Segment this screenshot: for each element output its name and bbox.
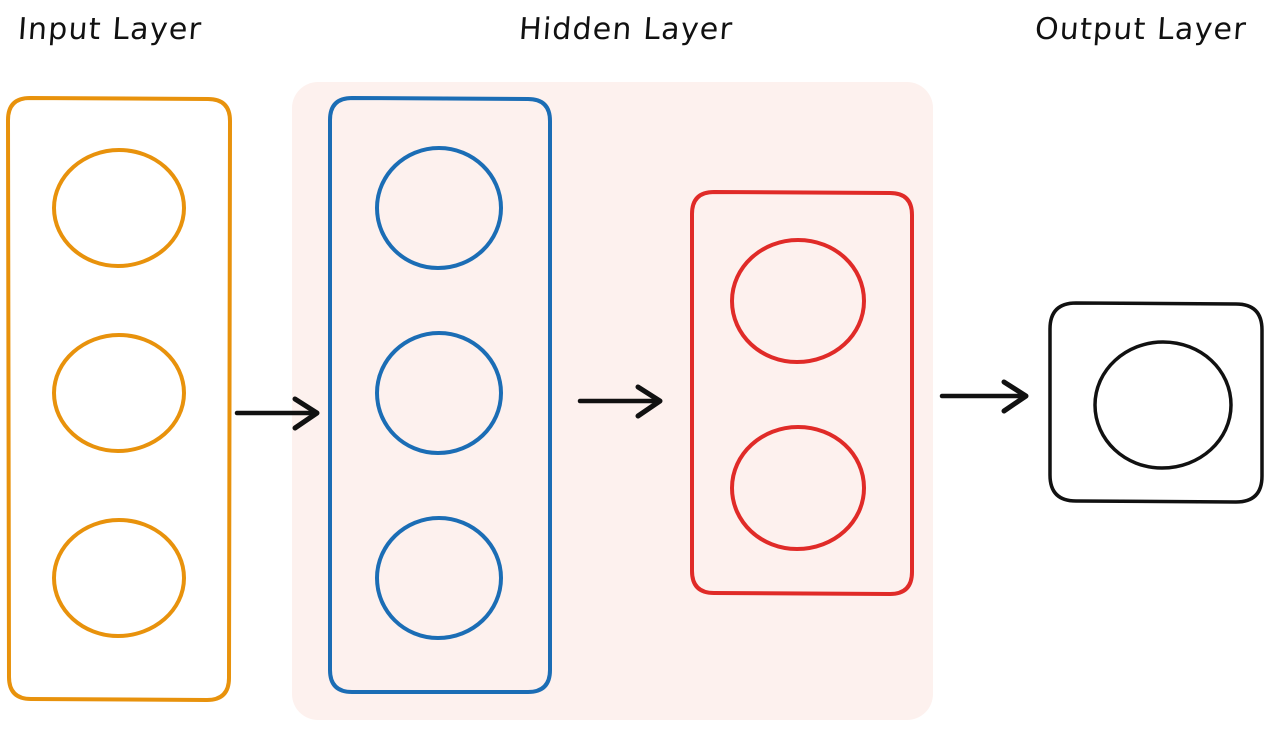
input-node-1: [51, 147, 187, 269]
hidden-layer-title: Hidden Layer: [517, 12, 735, 47]
hidden-block-2-node-2: [729, 424, 867, 552]
hidden-block-1-node-3: [374, 515, 504, 641]
input-node-3: [51, 517, 187, 639]
hidden-block-1-node-1: [374, 145, 504, 271]
output-layer-title: Output Layer: [1033, 12, 1249, 47]
input-node-2: [51, 332, 187, 454]
output-layer-group: [1048, 301, 1264, 504]
hidden-block-2-node-1: [729, 237, 867, 365]
hidden-layer-block-2-group: [690, 190, 914, 596]
input-layer-box: [6, 96, 232, 702]
hidden-layer-block-1-group: [328, 96, 552, 694]
arrow-hidden2-to-output: [939, 379, 1029, 414]
input-layer-title: Input Layer: [16, 12, 204, 47]
arrow-input-to-hidden1: [234, 396, 320, 431]
hidden-layer-block-2-box: [690, 190, 914, 596]
hidden-layer-block-1-box: [328, 96, 552, 694]
output-node-1: [1093, 340, 1233, 470]
hidden-block-1-node-2: [374, 330, 504, 456]
arrow-hidden1-to-hidden2: [577, 384, 663, 419]
input-layer-group: [6, 96, 232, 702]
output-layer-box: [1048, 301, 1264, 504]
